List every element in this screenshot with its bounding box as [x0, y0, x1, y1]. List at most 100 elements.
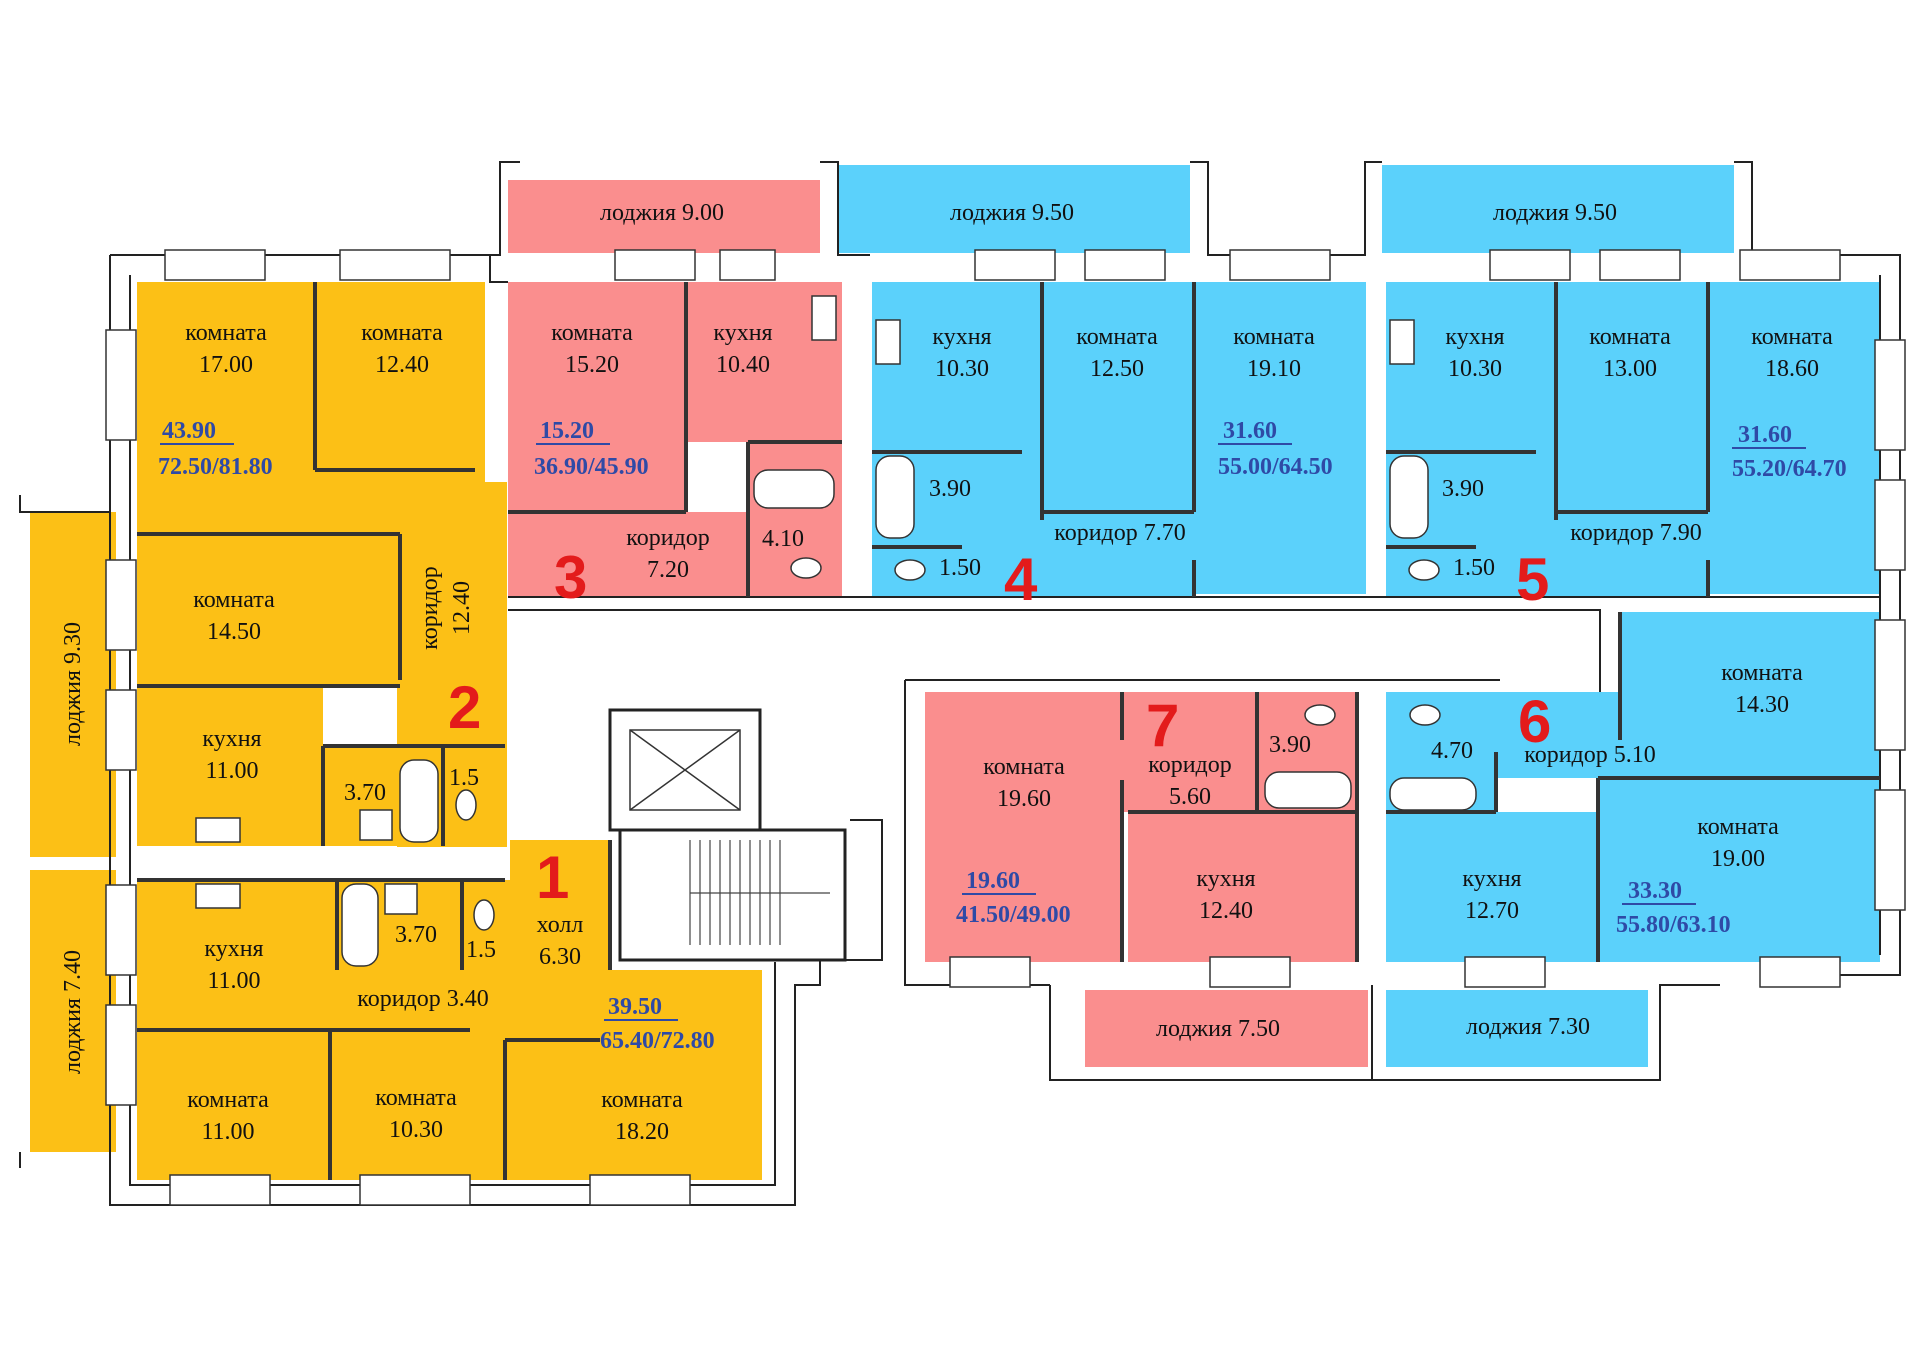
a1-room-11-area	[137, 1030, 330, 1180]
bathtub-icon	[1389, 777, 1477, 811]
loggia-a6-area	[1386, 990, 1648, 1067]
a4-wc-label: 1.50	[939, 555, 981, 581]
svg-text:15.20: 15.20	[540, 418, 594, 444]
a1-bath-label: 3.70	[395, 922, 437, 948]
apartment-number-1: 1	[536, 844, 569, 911]
apartment-number-4: 4	[1004, 546, 1038, 613]
a2-wc-label: 1.5	[449, 765, 479, 791]
a4-kitchen-area	[872, 282, 1042, 452]
a5-wc-label: 1.50	[1453, 555, 1495, 581]
toilet-icon	[894, 559, 926, 581]
apartment-number-5: 5	[1516, 546, 1549, 613]
svg-text:41.50/49.00: 41.50/49.00	[956, 902, 1071, 928]
loggia-a7-area	[1085, 990, 1368, 1067]
a7-corridor-area	[1122, 692, 1257, 812]
a2-summary: 43.90 72.50/81.80	[158, 418, 273, 480]
a1-summary: 39.50 65.40/72.80	[600, 994, 715, 1054]
bathtub-icon	[1264, 771, 1352, 809]
svg-text:55.00/64.50: 55.00/64.50	[1218, 454, 1333, 480]
a2-hall-area	[137, 482, 397, 534]
a2-room-14-50-area	[137, 534, 397, 686]
fixtures	[195, 295, 1477, 967]
loggia-a3-area	[508, 180, 820, 253]
apartment-number-2: 2	[448, 674, 481, 741]
svg-text:31.60: 31.60	[1223, 418, 1277, 444]
svg-text:65.40/72.80: 65.40/72.80	[600, 1028, 715, 1054]
sink-icon	[384, 883, 418, 915]
a3-bath-label: 4.10	[762, 526, 804, 552]
a3-corridor-area	[508, 512, 748, 597]
a7-summary: 19.60 41.50/49.00	[956, 868, 1071, 928]
sink-icon	[359, 809, 393, 841]
a4-corridor-label: коридор 7.70	[1054, 520, 1186, 546]
a1-corridor-label: коридор 3.40	[357, 986, 489, 1012]
apartment-number-7: 7	[1146, 692, 1179, 759]
a1-room-10-30-area	[330, 1030, 505, 1180]
a2-room-17-area	[137, 282, 315, 482]
a6-summary: 33.30 55.80/63.10	[1616, 878, 1731, 938]
svg-text:31.60: 31.60	[1738, 422, 1792, 448]
bathtub-icon	[399, 759, 439, 843]
toilet-icon	[1409, 704, 1441, 726]
bathtub-icon	[875, 455, 915, 539]
a1-wc-label: 1.5	[466, 937, 496, 963]
loggia-a3-label: лоджия 9.00	[600, 200, 724, 226]
bathtub-icon	[1389, 455, 1429, 539]
toilet-icon	[790, 557, 822, 579]
bathtub-icon	[341, 883, 379, 967]
loggia-a4-area	[838, 165, 1190, 253]
a5-room-18-60-area	[1708, 282, 1880, 594]
a5-bath-label: 3.90	[1442, 476, 1484, 502]
a2-bath-label: 3.70	[344, 780, 386, 806]
a7-room-area	[925, 692, 1122, 962]
a4-room-19-10-area	[1194, 282, 1366, 594]
a1-hall-area	[510, 840, 610, 970]
svg-text:36.90/45.90: 36.90/45.90	[534, 454, 649, 480]
loggia-a5-area	[1382, 165, 1734, 253]
a5-corridor-area	[1476, 512, 1708, 597]
svg-text:43.90: 43.90	[162, 418, 216, 444]
loggia-a2-label: лоджия 9.30	[60, 622, 86, 746]
loggia-a1-area	[30, 870, 116, 1152]
a2-room-12-40-area	[315, 282, 485, 482]
a7-kitchen-area	[1128, 812, 1357, 962]
stair-core	[608, 708, 847, 962]
loggia-a2-area	[30, 512, 116, 857]
a5-corridor-label: коридор 7.90	[1570, 520, 1702, 546]
loggia-a1-label: лоджия 7.40	[60, 950, 86, 1074]
toilet-icon	[1304, 704, 1336, 726]
a5-kitchen-area	[1386, 282, 1556, 452]
loggia-a6-label: лоджия 7.30	[1466, 1014, 1590, 1040]
a6-bath-label: 4.70	[1431, 738, 1473, 764]
apartment-number-3: 3	[554, 544, 587, 611]
a4-corridor-strip	[1022, 452, 1042, 512]
room-labels: лоджия 9.00 лоджия 9.50 лоджия 9.50 комн…	[185, 200, 1833, 1145]
apartment-numbers: 1 2 3 4 5 6 7	[448, 544, 1551, 911]
svg-text:33.30: 33.30	[1628, 878, 1682, 904]
a3-summary: 15.20 36.90/45.90	[534, 418, 649, 480]
a4-corridor-area	[962, 512, 1194, 597]
bathtub-icon	[753, 469, 835, 509]
loggia-a4-label: лоджия 9.50	[950, 200, 1074, 226]
area-summaries: 43.90 72.50/81.80 15.20 36.90/45.90 31.6…	[158, 418, 1847, 1054]
